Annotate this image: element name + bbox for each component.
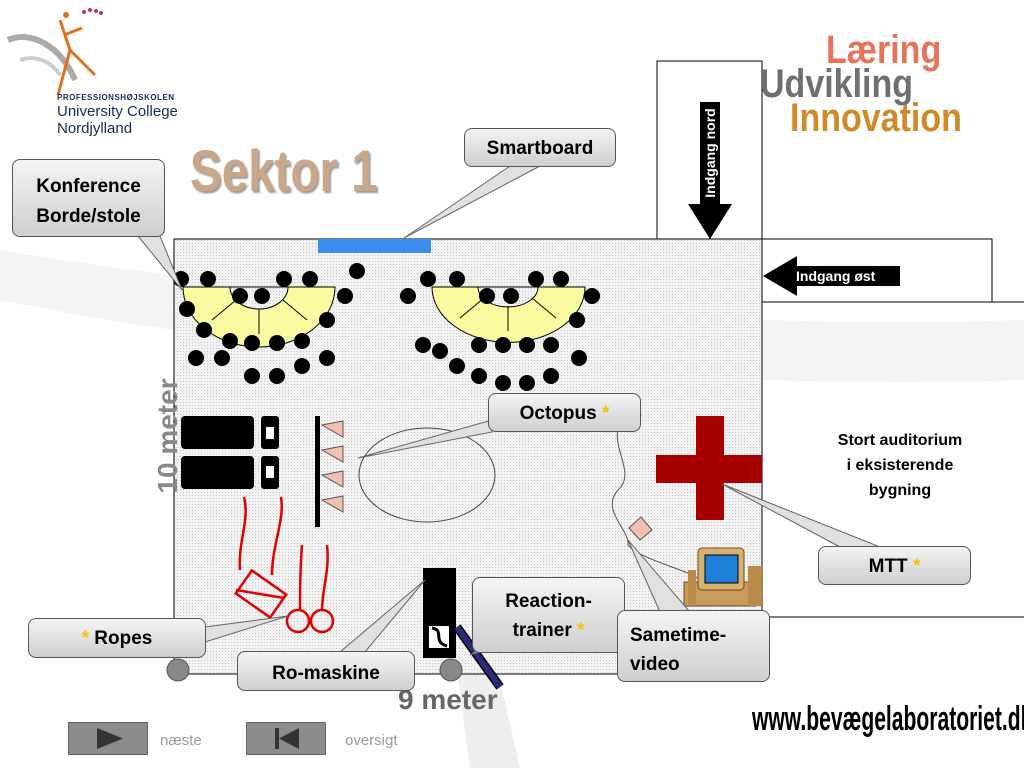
computer-icon xyxy=(683,547,762,607)
mtt-red-cross xyxy=(656,416,762,520)
smartboard-callout: Smartboard xyxy=(464,128,616,167)
play-icon xyxy=(97,728,123,749)
width-dimension-label: 9 meter xyxy=(398,684,498,715)
mtt-star: * xyxy=(912,556,921,577)
sametime-video-callout: Sametime- video xyxy=(617,610,770,682)
reaction-star: * xyxy=(577,620,585,641)
reaction-callout-line-2: trainer xyxy=(512,620,572,641)
wall-bar xyxy=(315,416,320,527)
website-link[interactable]: www.bevægelaboratoriet.dk xyxy=(752,700,1024,738)
chairs xyxy=(173,263,600,391)
ropes xyxy=(234,496,335,634)
reaction-trainer-callout: Reaction- trainer * xyxy=(472,577,625,653)
sector-title: Sektor 1 xyxy=(190,139,378,204)
row-machine-callout: Ro-maskine xyxy=(237,651,415,691)
sametime-callout-line-1: Sametime- xyxy=(630,625,727,646)
mtt-callout-label: MTT xyxy=(868,556,908,577)
conference-callout-line-2: Borde/stole xyxy=(36,206,141,227)
octopus-star: * xyxy=(601,403,610,424)
overview-button[interactable] xyxy=(246,722,326,755)
tagline-learning: Læring xyxy=(826,28,942,72)
sametime-callout-line-2: video xyxy=(630,654,680,675)
octopus-area xyxy=(358,427,496,523)
octopus-device-2 xyxy=(628,516,653,541)
octopus-callout-label: Octopus xyxy=(519,403,597,424)
smartboard-callout-tail xyxy=(403,165,541,239)
octopus-cable xyxy=(611,411,701,581)
conference-callout-line-1: Konference xyxy=(36,176,141,197)
logo-line-1: PROFESSIONSHØJSKOLEN xyxy=(57,93,175,102)
east-entrance-arrow xyxy=(763,256,900,296)
college-logo-figure xyxy=(6,8,103,96)
overview-label[interactable]: oversigt xyxy=(345,732,398,749)
next-button[interactable] xyxy=(68,722,148,755)
logo-line-2: University College xyxy=(57,103,178,120)
ropes-star: * xyxy=(81,628,90,649)
auditorium-line-3: bygning xyxy=(868,482,932,499)
north-entrance-arrow xyxy=(688,102,732,239)
equipment-block-1 xyxy=(181,416,254,449)
ropes-callout-label: Ropes xyxy=(94,628,153,649)
tagline-innovation: Innovation xyxy=(790,96,962,140)
mtt-callout: MTT * xyxy=(818,546,971,585)
smartboard xyxy=(318,239,431,253)
auditorium-label: Stort auditorium i eksisterende bygning xyxy=(820,428,980,503)
tagline-development: Udvikling xyxy=(760,62,914,106)
wheel-2 xyxy=(439,658,463,682)
octopus-callout: Octopus * xyxy=(488,393,641,432)
north-entrance-label: Indgang nord xyxy=(702,108,718,198)
next-label[interactable]: næste xyxy=(160,732,202,749)
conference-callout: Konference Borde/stole xyxy=(12,159,165,237)
reaction-callout-line-1: Reaction- xyxy=(505,591,592,612)
east-entrance-label: Indgang øst xyxy=(796,268,876,284)
ropes-callout: * Ropes xyxy=(28,618,206,658)
auditorium-line-2: i eksisterende xyxy=(846,457,954,474)
skip-back-icon xyxy=(275,728,299,749)
equipment-block-2 xyxy=(181,456,254,489)
wheel-1 xyxy=(166,658,190,682)
auditorium-line-1: Stort auditorium xyxy=(837,432,963,449)
height-dimension-label: 10 meter xyxy=(152,378,183,494)
logo-line-3: Nordjylland xyxy=(57,120,133,137)
